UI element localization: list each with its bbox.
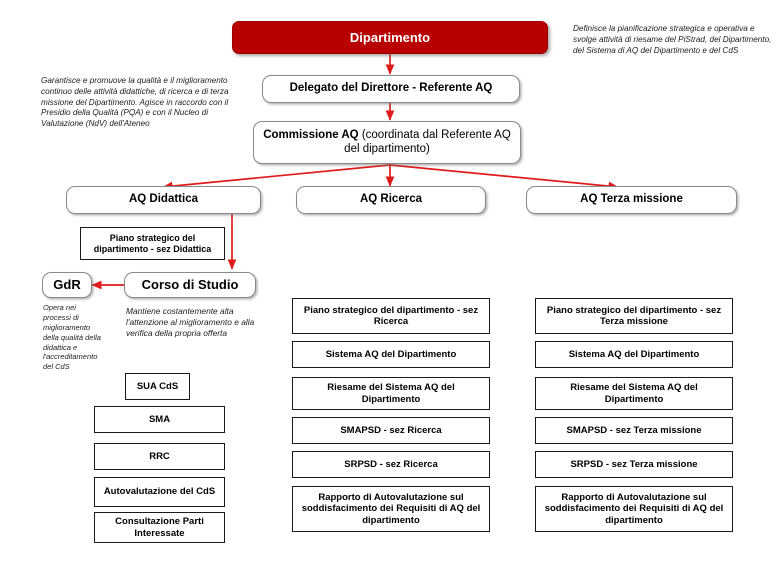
- header-dipartimento: Dipartimento: [232, 21, 548, 54]
- box-delegato: Delegato del Direttore - Referente AQ: [262, 75, 520, 103]
- box-corso-di-studio-label: Corso di Studio: [141, 277, 239, 293]
- box-consultazione-parti-interessate-label: Consultazione Parti Interessate: [115, 516, 204, 539]
- box-terza-missione-item-0: Piano strategico del dipartimento - sez …: [535, 298, 733, 334]
- box-terza-missione-item-3: SMAPSD - sez Terza missione: [535, 417, 733, 444]
- box-terza-missione-item-1: Sistema AQ del Dipartimento: [535, 341, 733, 368]
- box-aq-terza-missione: AQ Terza missione: [526, 186, 737, 214]
- box-terza-missione-item-2-label: Riesame del Sistema AQ del Dipartimento: [570, 382, 698, 405]
- header-label: Dipartimento: [349, 30, 431, 45]
- box-ricerca-item-1: Sistema AQ del Dipartimento: [292, 341, 490, 368]
- box-ricerca-item-3-label: SMAPSD - sez Ricerca: [340, 424, 442, 436]
- box-terza-missione-item-5-label: Rapporto di Autovalutazione sul soddisfa…: [544, 492, 724, 526]
- box-rrc: RRC: [94, 443, 225, 470]
- box-sma-label: SMA: [148, 413, 171, 425]
- box-ricerca-item-0-label: Piano strategico del dipartimento - sez …: [303, 304, 479, 327]
- box-gdr: GdR: [42, 272, 92, 298]
- box-aq-didattica-label: AQ Didattica: [128, 193, 198, 206]
- box-commissione-label-rest: (coordinata dal Referente AQ del diparti…: [344, 128, 511, 155]
- box-ricerca-item-5: Rapporto di Autovalutazione sul soddisfa…: [292, 486, 490, 532]
- box-sua-cds: SUA CdS: [125, 373, 190, 400]
- annotation-top-right: Definisce la pianificazione strategica e…: [573, 24, 772, 55]
- box-aq-didattica: AQ Didattica: [66, 186, 261, 214]
- box-consultazione-parti-interessate: Consultazione Parti Interessate: [94, 512, 225, 543]
- box-ricerca-item-4-label: SRPSD - sez Ricerca: [344, 458, 438, 470]
- box-terza-missione-item-4: SRPSD - sez Terza missione: [535, 451, 733, 478]
- annotation-corso-di-studio: Mantiene costantemente alta l'attenzione…: [126, 306, 255, 339]
- box-autovalutazione-cds-label: Autovalutazione del CdS: [103, 486, 216, 498]
- box-terza-missione-item-4-label: SRPSD - sez Terza missione: [570, 458, 698, 470]
- annotation-gdr: Opera nei processi di miglioramento dell…: [43, 303, 101, 372]
- box-ricerca-item-2-label: Riesame del Sistema AQ del Dipartimento: [327, 382, 455, 405]
- box-ricerca-item-3: SMAPSD - sez Ricerca: [292, 417, 490, 444]
- box-sua-cds-label: SUA CdS: [136, 380, 179, 392]
- box-corso-di-studio: Corso di Studio: [124, 272, 256, 298]
- box-rrc-label: RRC: [149, 450, 170, 462]
- box-ricerca-item-0: Piano strategico del dipartimento - sez …: [292, 298, 490, 334]
- box-terza-missione-item-0-label: Piano strategico del dipartimento - sez …: [546, 304, 722, 327]
- box-aq-ricerca-label: AQ Ricerca: [359, 193, 422, 206]
- box-ricerca-item-5-label: Rapporto di Autovalutazione sul soddisfa…: [301, 492, 481, 526]
- box-aq-terza-missione-label: AQ Terza missione: [580, 193, 683, 206]
- annotation-top-left: Garantisce e promuove la qualità e il mi…: [41, 76, 229, 129]
- box-terza-missione-item-5: Rapporto di Autovalutazione sul soddisfa…: [535, 486, 733, 532]
- box-delegato-label: Delegato del Direttore - Referente AQ: [289, 82, 493, 95]
- box-aq-ricerca: AQ Ricerca: [296, 186, 486, 214]
- box-ricerca-item-2: Riesame del Sistema AQ del Dipartimento: [292, 377, 490, 410]
- box-sma: SMA: [94, 406, 225, 433]
- box-commissione-aq: Commissione AQ (coordinata dal Referente…: [253, 121, 521, 164]
- box-terza-missione-item-2: Riesame del Sistema AQ del Dipartimento: [535, 377, 733, 410]
- box-piano-strategico-didattica: Piano strategico del dipartimento - sez …: [80, 227, 225, 260]
- box-piano-strategico-didattica-label: Piano strategico del dipartimento - sez …: [93, 232, 212, 254]
- box-commissione-label-bold: Commissione AQ: [263, 128, 359, 141]
- box-terza-missione-item-3-label: SMAPSD - sez Terza missione: [566, 424, 702, 436]
- box-gdr-label: GdR: [53, 277, 81, 293]
- box-terza-missione-item-1-label: Sistema AQ del Dipartimento: [568, 348, 700, 360]
- box-autovalutazione-cds: Autovalutazione del CdS: [94, 477, 225, 507]
- box-ricerca-item-4: SRPSD - sez Ricerca: [292, 451, 490, 478]
- box-ricerca-item-1-label: Sistema AQ del Dipartimento: [325, 348, 457, 360]
